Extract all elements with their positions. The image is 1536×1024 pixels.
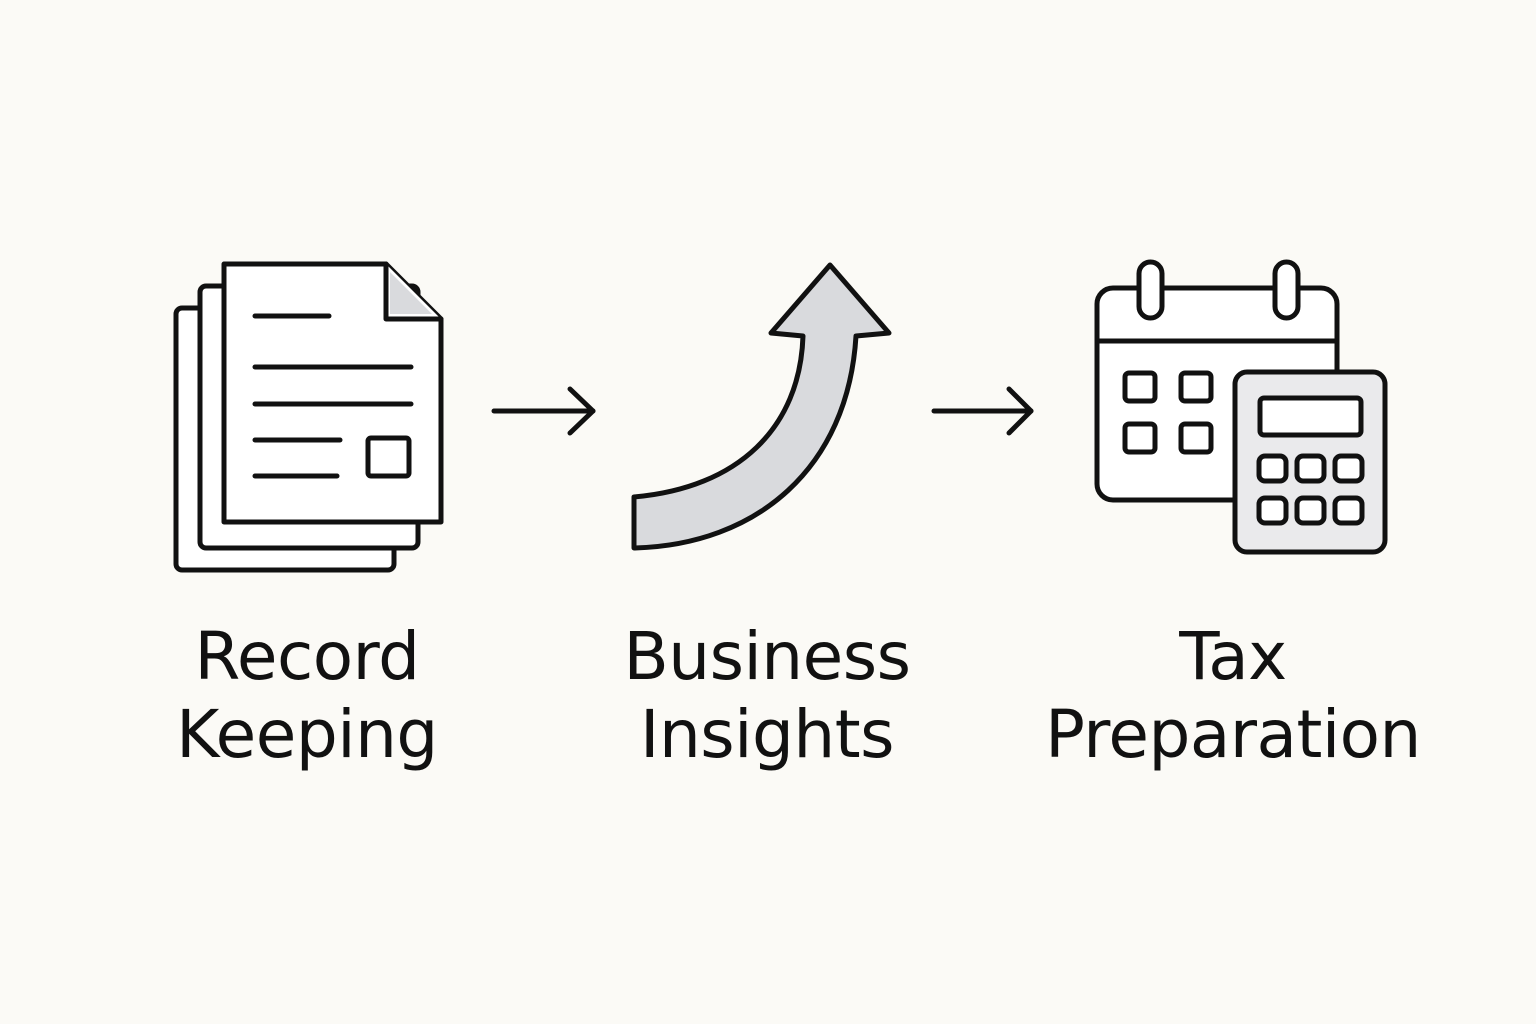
- documents-icon: [173, 261, 444, 573]
- step-label-tax-preparation: Tax Preparation: [1023, 618, 1443, 774]
- right-arrow-icon: [491, 386, 596, 436]
- step-label-business-insights: Business Insights: [557, 618, 977, 774]
- step-label-line: Preparation: [1045, 696, 1421, 773]
- step-label-line: Insights: [639, 696, 895, 773]
- calculator-icon: [1232, 369, 1388, 555]
- step-label-line: Record: [194, 618, 420, 695]
- step-label-line: Business: [623, 618, 911, 695]
- step-label-line: Tax: [1179, 618, 1287, 695]
- calendar-calculator-icon: [1094, 259, 1388, 555]
- growth-arrow-icon: [631, 262, 892, 551]
- right-arrow-icon: [931, 386, 1034, 436]
- step-label-record-keeping: Record Keeping: [97, 618, 517, 774]
- step-label-line: Keeping: [176, 696, 438, 773]
